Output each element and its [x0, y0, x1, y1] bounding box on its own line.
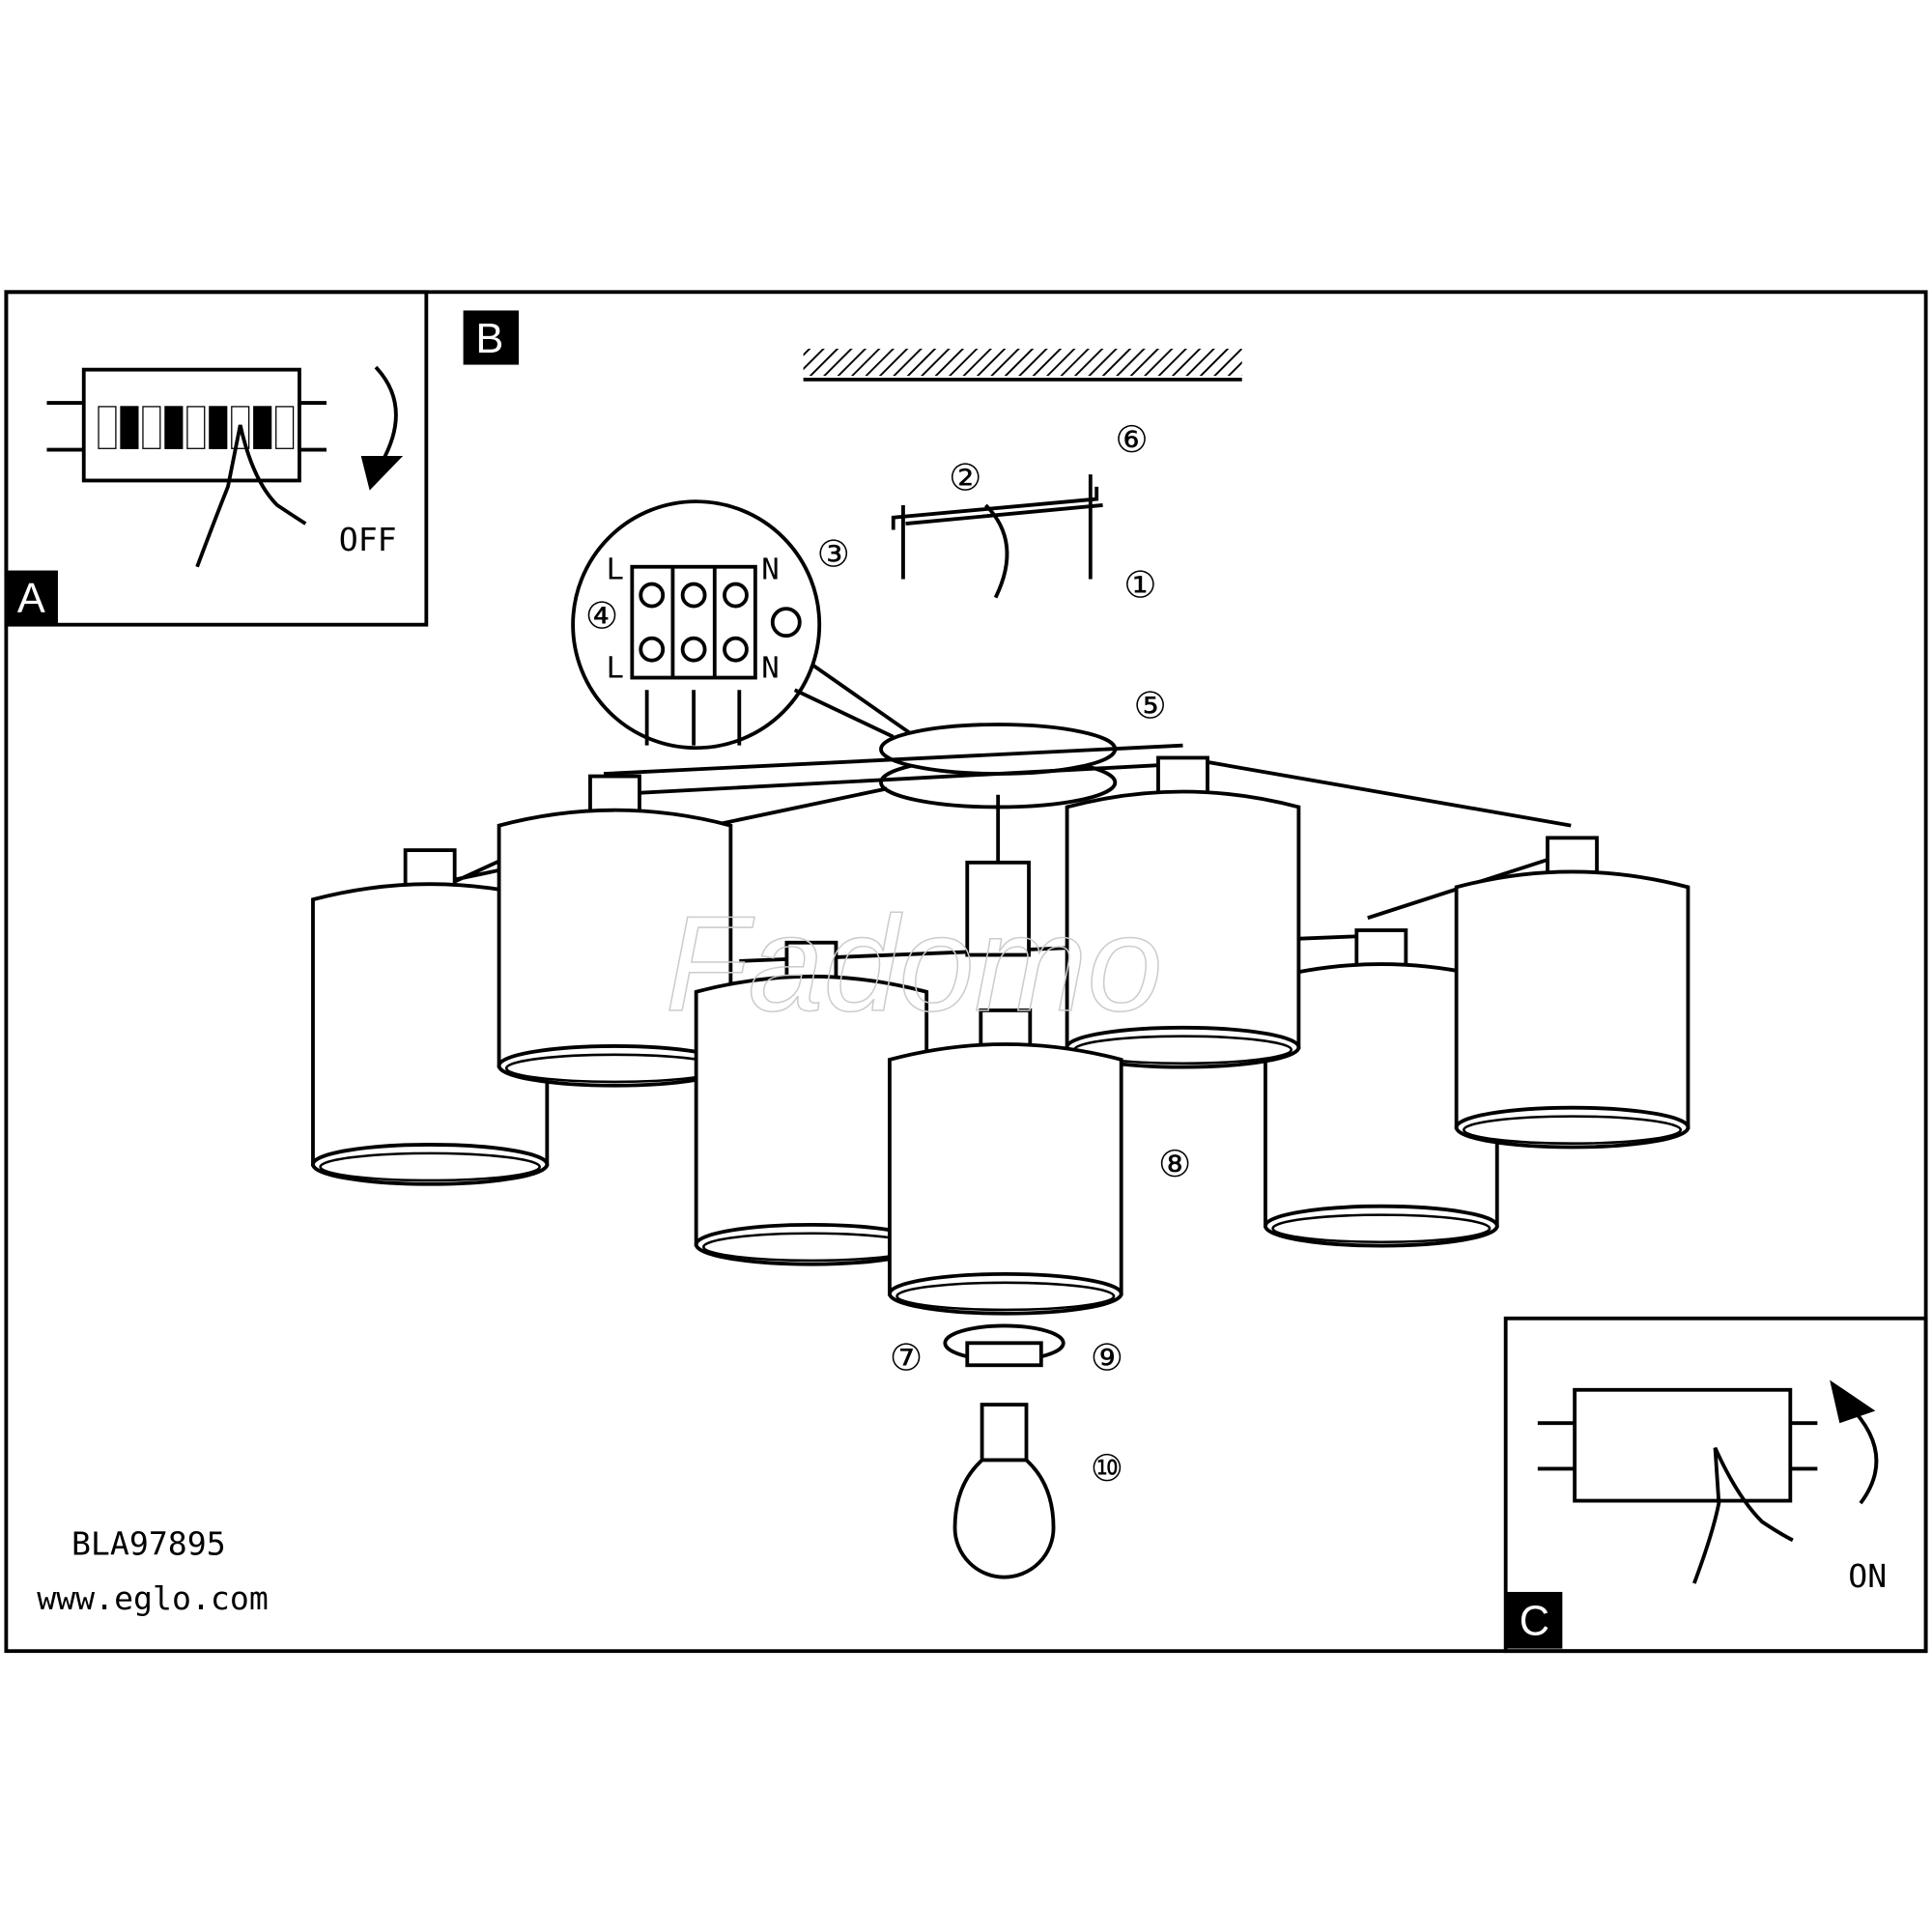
- panel-label-b: B: [475, 316, 503, 362]
- lamp-shade: [497, 774, 733, 1088]
- socket-ring-icon: [943, 1323, 1065, 1368]
- lamp-shades: [311, 755, 1690, 1316]
- step-9: ⑨: [1091, 1336, 1123, 1379]
- wire-label-n-top: N: [761, 553, 779, 586]
- rotate-arrow-icon: [1846, 1403, 1879, 1505]
- ground-icon: [770, 607, 802, 639]
- lamp-shade: [694, 940, 929, 1266]
- breaker-panel-icon: [46, 367, 327, 483]
- breaker-switch: [275, 406, 295, 449]
- lamp-shade: [888, 1009, 1123, 1316]
- light-bulb-icon: [952, 1403, 1056, 1579]
- step-5: ⑤: [1133, 685, 1166, 728]
- step-7: ⑦: [890, 1336, 923, 1379]
- terminal-block-detail: L L N N: [571, 499, 913, 751]
- wire-label-l-top: L: [607, 553, 624, 586]
- breaker-panel-icon: [1573, 1387, 1793, 1503]
- panel-c: ON C: [1503, 1316, 1928, 1654]
- step-6: ⑥: [1115, 418, 1148, 462]
- panel-label-a: A: [17, 576, 45, 622]
- breaker-switch: [186, 406, 206, 449]
- diagram-frame: [4, 290, 1928, 1654]
- breaker-switch: [142, 406, 161, 449]
- step-8: ⑧: [1158, 1143, 1191, 1186]
- lamp-shade: [1264, 928, 1499, 1248]
- breaker-switch: [209, 406, 228, 449]
- step-1: ①: [1123, 564, 1156, 608]
- hand-icon: [1692, 1446, 1794, 1584]
- breaker-switch: [253, 406, 272, 449]
- website: www.eglo.com: [37, 1579, 269, 1617]
- ceiling-hatch: [803, 348, 1242, 382]
- mounting-bracket: [891, 474, 1103, 599]
- lamp-shade: [1065, 755, 1301, 1069]
- wire-label-n-bottom: N: [761, 652, 779, 686]
- rotate-arrow-icon: [374, 365, 398, 464]
- wire-label-l-bottom: L: [607, 652, 624, 686]
- breaker-switch: [120, 406, 139, 449]
- breaker-switch: [98, 406, 117, 449]
- lamp-shade: [1454, 836, 1690, 1150]
- step-10: ⑩: [1091, 1447, 1123, 1491]
- step-3: ③: [817, 533, 850, 577]
- switch-state-off: OFF: [339, 521, 397, 558]
- lamp-shade: [311, 848, 550, 1186]
- panel-label-c: C: [1520, 1599, 1549, 1645]
- step-4: ④: [585, 595, 618, 639]
- hand-icon: [195, 424, 307, 568]
- lamp-frame: [418, 723, 1578, 963]
- watermark: Fadomo: [666, 888, 1163, 1039]
- breaker-switch: [164, 406, 184, 449]
- panel-a: OFF A: [4, 290, 429, 627]
- model-number: BLA97895: [71, 1525, 226, 1563]
- step-2: ②: [949, 457, 981, 500]
- lamp-socket: [965, 860, 1031, 957]
- switch-state-on: ON: [1848, 1557, 1887, 1595]
